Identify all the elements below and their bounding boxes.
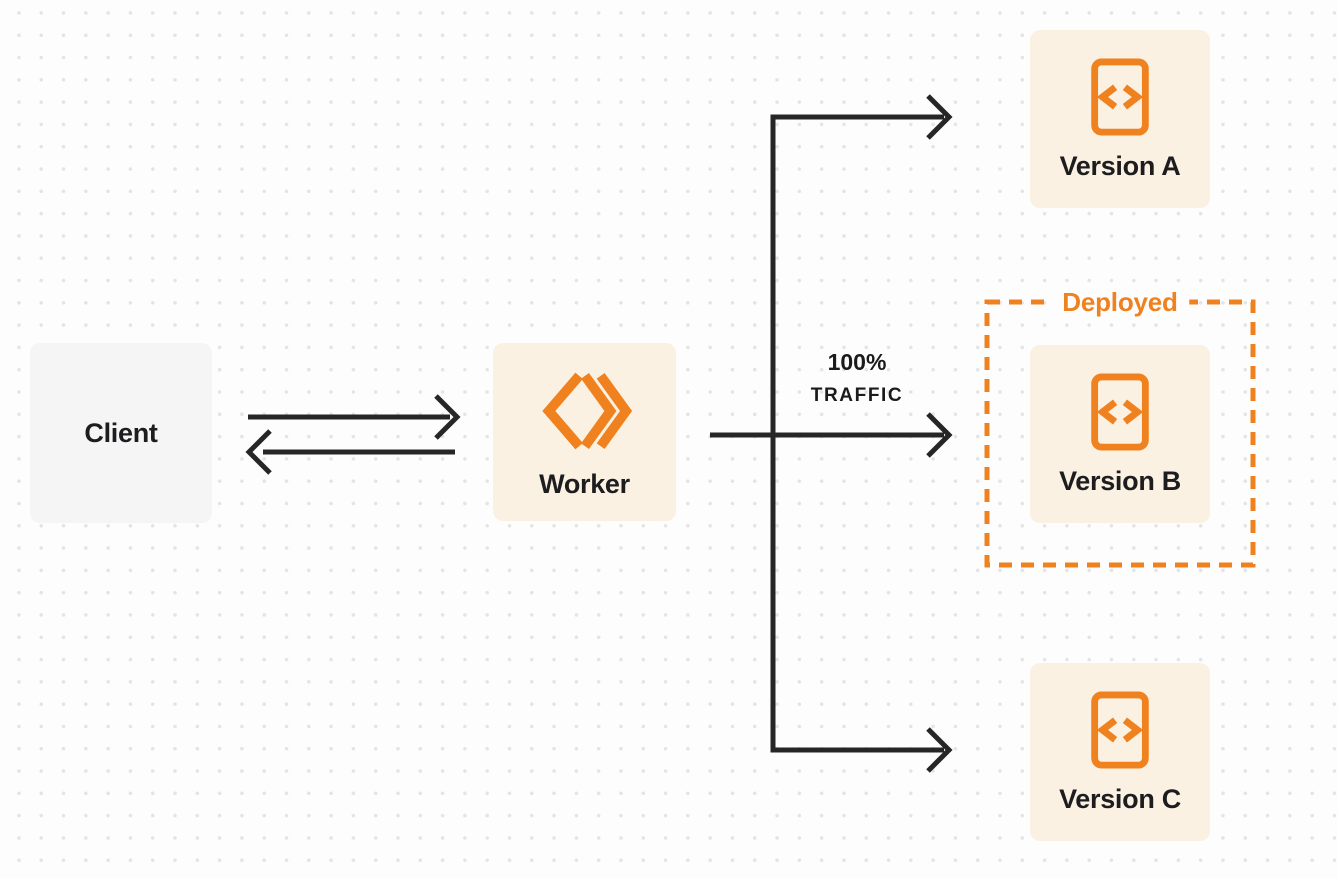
traffic-word-label: TRAFFIC — [810, 385, 904, 406]
worker-to-client-arrow — [245, 429, 455, 475]
version-a-node: Version A — [1030, 30, 1210, 208]
workers-logo-icon — [534, 367, 636, 455]
code-file-icon — [1090, 373, 1150, 451]
client-to-worker-arrow — [248, 394, 461, 440]
client-node-label: Client — [84, 417, 158, 448]
code-file-icon — [1090, 58, 1150, 136]
deployed-group-label: Deployed — [1050, 287, 1190, 317]
worker-to-version-b-arrow — [710, 412, 953, 458]
branch-trunk — [770, 114, 944, 753]
worker-node-label: Worker — [539, 468, 630, 499]
version-c-label: Version C — [1059, 784, 1181, 814]
version-c-node: Version C — [1030, 663, 1210, 841]
code-file-icon — [1090, 691, 1150, 769]
client-node: Client — [30, 343, 212, 523]
worker-node: Worker — [493, 343, 676, 521]
version-b-label: Version B — [1059, 466, 1181, 496]
version-a-label: Version A — [1059, 151, 1181, 181]
branch-to-version-a-arrowhead — [926, 94, 953, 140]
traffic-percent-label: 100% — [827, 349, 887, 375]
version-b-node: Version B — [1030, 345, 1210, 523]
branch-to-version-c-arrowhead — [926, 727, 953, 773]
traffic-annotation: 100% TRAFFIC — [792, 349, 922, 406]
